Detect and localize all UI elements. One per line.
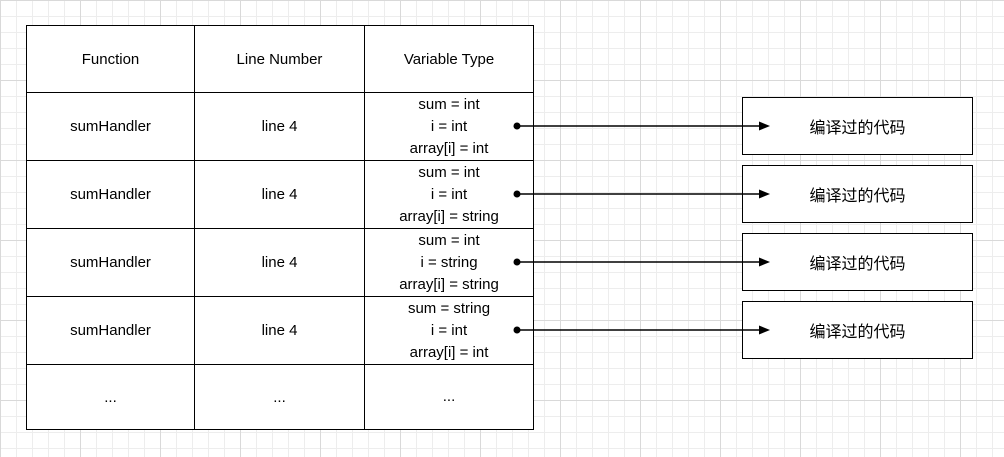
- type-line: i = int: [430, 185, 468, 203]
- type-line: i = int: [430, 117, 468, 135]
- cell-variable-types: ...: [364, 364, 534, 430]
- type-line: sum = string: [407, 299, 491, 317]
- type-line: i = int: [430, 321, 468, 339]
- table-row: sumHandler line 4 sum = string i = int a…: [26, 296, 534, 365]
- compiled-code-label: 编译过的代码: [809, 256, 906, 273]
- type-line: sum = int: [418, 95, 480, 113]
- cell-function: sumHandler: [26, 160, 195, 229]
- compiled-code-box: 编译过的代码: [742, 97, 973, 155]
- table-row: sumHandler line 4 sum = int i = string a…: [26, 228, 534, 297]
- header-function: Function: [26, 25, 195, 93]
- type-line: sum = int: [418, 163, 480, 181]
- type-line: ...: [442, 388, 456, 405]
- cell-variable-types: sum = string i = int array[i] = int: [364, 296, 534, 365]
- header-line-number: Line Number: [194, 25, 365, 93]
- cell-line-number: line 4: [194, 296, 365, 365]
- type-line: array[i] = int: [409, 139, 489, 157]
- compiled-code-box: 编译过的代码: [742, 233, 973, 291]
- cell-line-number: line 4: [194, 228, 365, 297]
- type-line: array[i] = string: [399, 207, 499, 225]
- cell-line-number: line 4: [194, 92, 365, 161]
- cell-line-number: line 4: [194, 160, 365, 229]
- variable-type-table: Function Line Number Variable Type sumHa…: [26, 25, 534, 430]
- type-line: i = string: [420, 253, 478, 271]
- cell-line-number: ...: [194, 364, 365, 430]
- arrow: [513, 189, 770, 199]
- header-variable-type: Variable Type: [364, 25, 534, 93]
- compiled-code-box: 编译过的代码: [742, 301, 973, 359]
- cell-function: sumHandler: [26, 228, 195, 297]
- compiled-code-label: 编译过的代码: [809, 324, 906, 341]
- cell-function: sumHandler: [26, 296, 195, 365]
- compiled-code-label: 编译过的代码: [809, 120, 906, 137]
- cell-function: sumHandler: [26, 92, 195, 161]
- table-row-ellipsis: ... ... ...: [26, 364, 534, 430]
- cell-variable-types: sum = int i = int array[i] = string: [364, 160, 534, 229]
- cell-variable-types: sum = int i = int array[i] = int: [364, 92, 534, 161]
- cell-function: ...: [26, 364, 195, 430]
- compiled-code-label: 编译过的代码: [809, 188, 906, 205]
- compiled-code-box: 编译过的代码: [742, 165, 973, 223]
- arrow: [513, 121, 770, 131]
- type-line: array[i] = int: [409, 343, 489, 361]
- table-row: sumHandler line 4 sum = int i = int arra…: [26, 160, 534, 229]
- cell-variable-types: sum = int i = string array[i] = string: [364, 228, 534, 297]
- table-row: sumHandler line 4 sum = int i = int arra…: [26, 92, 534, 161]
- type-line: array[i] = string: [399, 275, 499, 293]
- arrow: [513, 325, 770, 335]
- type-line: sum = int: [418, 231, 480, 249]
- arrow: [513, 257, 770, 267]
- table-header-row: Function Line Number Variable Type: [26, 25, 534, 93]
